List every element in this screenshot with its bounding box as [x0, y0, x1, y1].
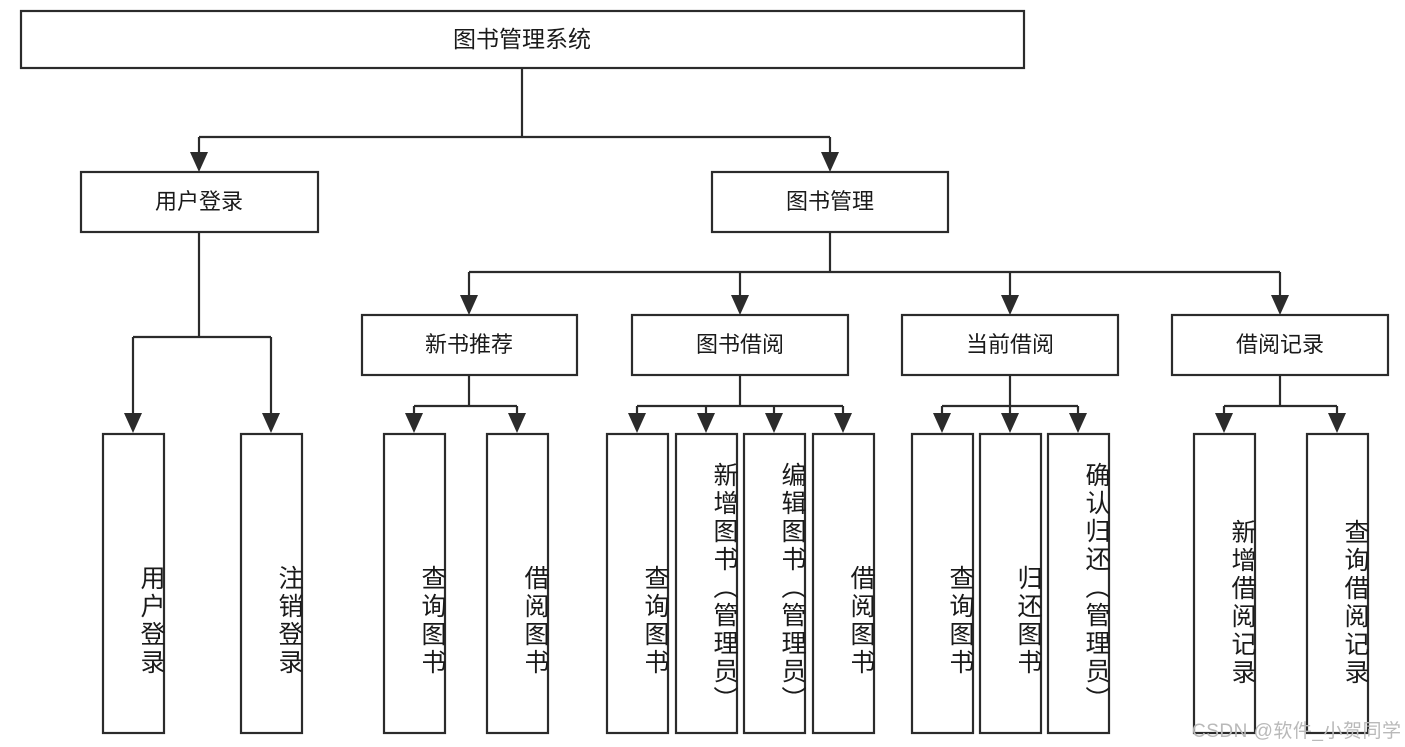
- arrow-bm-to-new-book-recommend: [460, 295, 478, 315]
- node-borrow-record[interactable]: 借阅记录: [1170, 313, 1390, 377]
- leaf-box-confirm-return[interactable]: [1046, 432, 1111, 735]
- leaf-box-edit-book[interactable]: [742, 432, 807, 735]
- arrow-bm-to-book-borrow: [731, 295, 749, 315]
- connector-group-root: [190, 68, 839, 172]
- connector-group-new-book-recommend: [405, 375, 526, 433]
- node-root-box[interactable]: [19, 9, 1026, 70]
- arrow-bm-to-borrow-record: [1271, 295, 1289, 315]
- leaf-box-query-book-1[interactable]: [382, 432, 447, 735]
- arrow-user-login-leaf-1: [124, 413, 142, 433]
- node-current-borrow-box[interactable]: [900, 313, 1120, 377]
- connector-group-book-management: [460, 232, 1289, 315]
- node-user-login-box[interactable]: [79, 170, 320, 234]
- leaf-box-user-login[interactable]: [101, 432, 166, 735]
- connector-group-user-login: [124, 232, 280, 433]
- arrow-bb-leaf-2: [697, 413, 715, 433]
- arrow-user-login-leaf-2: [262, 413, 280, 433]
- node-root[interactable]: 图书管理系统: [19, 9, 1026, 70]
- node-user-login[interactable]: 用户登录: [79, 170, 320, 234]
- node-book-management[interactable]: 图书管理: [710, 170, 950, 234]
- arrow-root-to-user-login: [190, 152, 208, 172]
- leaf-box-logout[interactable]: [239, 432, 304, 735]
- node-user-login-label: 用户登录: [155, 189, 243, 214]
- node-book-management-box[interactable]: [710, 170, 950, 234]
- arrow-cb-leaf-3: [1069, 413, 1087, 433]
- node-borrow-record-label: 借阅记录: [1236, 332, 1324, 357]
- leaf-box-query-book-2[interactable]: [605, 432, 670, 735]
- node-current-borrow-label: 当前借阅: [966, 332, 1054, 357]
- node-new-book-recommend-label: 新书推荐: [425, 332, 513, 357]
- node-current-borrow[interactable]: 当前借阅: [900, 313, 1120, 377]
- connector-group-borrow-record: [1215, 375, 1346, 433]
- arrow-bb-leaf-1: [628, 413, 646, 433]
- arrow-nbr-leaf-2: [508, 413, 526, 433]
- arrow-nbr-leaf-1: [405, 413, 423, 433]
- node-root-label: 图书管理系统: [453, 26, 591, 52]
- arrow-cb-leaf-2: [1001, 413, 1019, 433]
- leaf-box-borrow-book-1[interactable]: [485, 432, 550, 735]
- leaf-box-add-book[interactable]: [674, 432, 739, 735]
- leaf-box-query-book-3[interactable]: [910, 432, 975, 735]
- arrow-cb-leaf-1: [933, 413, 951, 433]
- connector-group-current-borrow: [933, 375, 1087, 433]
- arrow-br-leaf-2: [1328, 413, 1346, 433]
- node-book-management-label: 图书管理: [786, 189, 874, 214]
- node-borrow-record-box[interactable]: [1170, 313, 1390, 377]
- node-book-borrow[interactable]: 图书借阅: [630, 313, 850, 377]
- leaf-box-borrow-book-2[interactable]: [811, 432, 876, 735]
- arrow-root-to-book-management: [821, 152, 839, 172]
- node-new-book-recommend-box[interactable]: [360, 313, 579, 377]
- csdn-watermark: CSDN @软件_小贺同学: [1192, 721, 1402, 742]
- leaf-box-add-record[interactable]: [1192, 432, 1257, 735]
- arrow-bb-leaf-4: [834, 413, 852, 433]
- node-book-borrow-box[interactable]: [630, 313, 850, 377]
- leaf-box-return-book[interactable]: [978, 432, 1043, 735]
- node-new-book-recommend[interactable]: 新书推荐: [360, 313, 579, 377]
- arrow-bb-leaf-3: [765, 413, 783, 433]
- arrow-bm-to-current-borrow: [1001, 295, 1019, 315]
- leaf-box-query-record[interactable]: [1305, 432, 1370, 735]
- connector-group-book-borrow: [628, 375, 852, 433]
- node-book-borrow-label: 图书借阅: [696, 332, 784, 357]
- arrow-br-leaf-1: [1215, 413, 1233, 433]
